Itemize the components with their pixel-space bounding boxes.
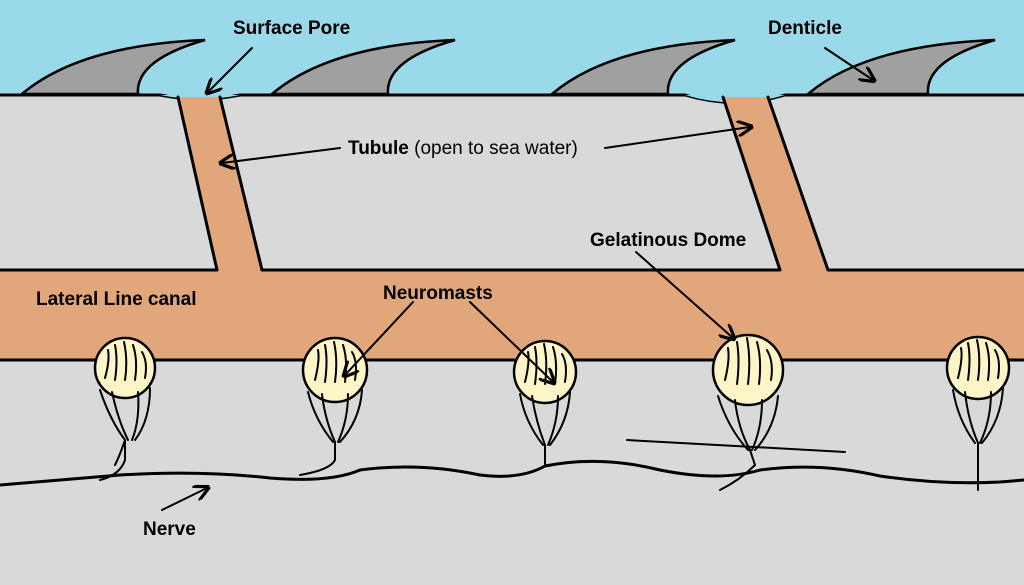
lateral-line-canal-label: Lateral Line canal	[36, 289, 197, 310]
denticle-1	[18, 38, 206, 96]
denticle-2	[268, 38, 456, 96]
neuromast-1	[93, 336, 157, 481]
tubule-arrow-left	[222, 147, 341, 163]
neuromasts-arrow-right	[469, 301, 553, 382]
neuromasts-arrow-left	[345, 301, 414, 375]
denticle-arrow	[824, 47, 873, 80]
tubule-label: Tubule (open to sea water)	[348, 138, 578, 159]
gelatinous-dome-label: Gelatinous Dome	[590, 230, 746, 251]
tubule-label-rest: (open to sea water)	[409, 138, 578, 159]
nerve-line	[0, 459, 1024, 487]
surface-pore-arrow	[208, 47, 253, 92]
denticle-label: Denticle	[768, 18, 842, 39]
neuromast-2	[299, 336, 369, 476]
gelatinous-dome-arrow	[635, 251, 733, 338]
neuromast-4	[711, 333, 785, 491]
canal-and-tubules	[0, 97, 1024, 360]
tubule-label-bold: Tubule	[348, 138, 409, 159]
nerve-arrow	[161, 488, 207, 511]
nerve-label: Nerve	[143, 519, 196, 540]
surface-pore-label: Surface Pore	[233, 18, 350, 39]
tubule-left-outline	[0, 95, 1024, 272]
tubule-arrow-right	[604, 127, 750, 149]
neuromasts-label: Neuromasts	[383, 283, 493, 304]
neuromast-5	[945, 335, 1011, 491]
denticle-3	[548, 38, 736, 96]
denticle-4	[804, 38, 996, 96]
stray-line	[626, 439, 846, 453]
